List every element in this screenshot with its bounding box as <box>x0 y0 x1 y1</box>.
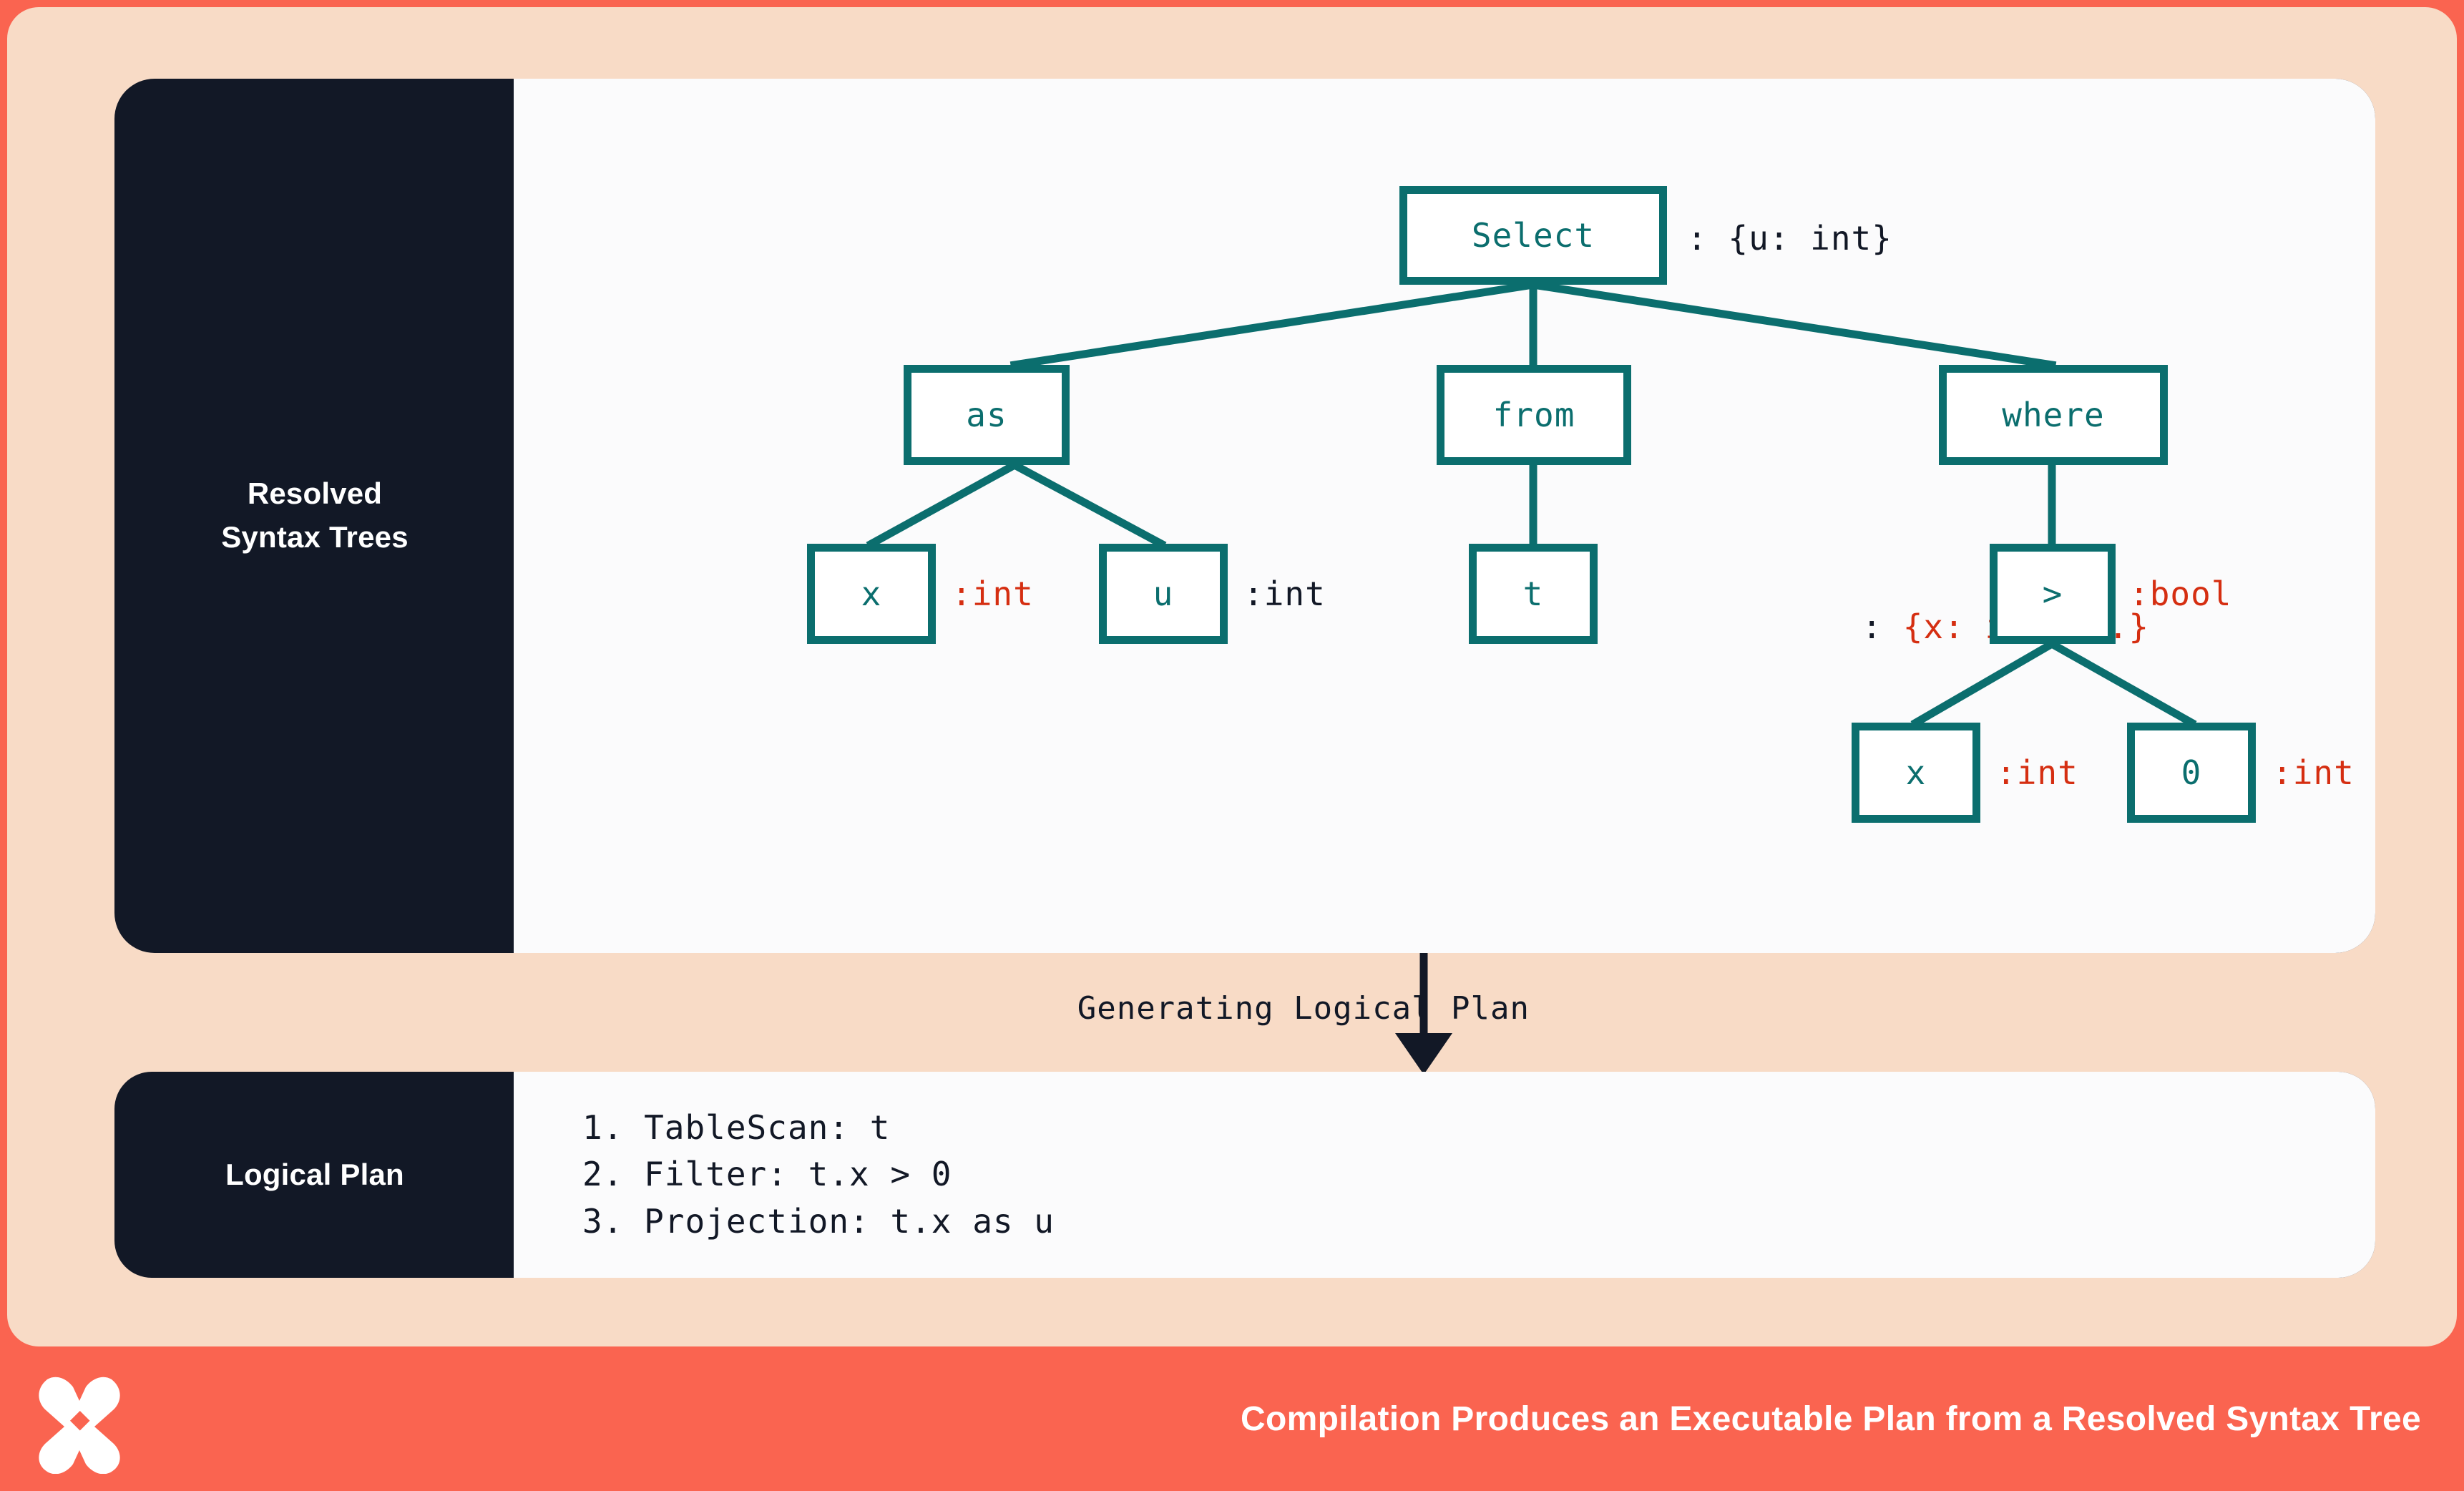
tree-annotation-gt-zero: :int <box>2272 753 2355 792</box>
tree-node-gt[interactable]: > <box>1990 544 2116 644</box>
syntax-tree: Select : {u: int} as from where x :int u… <box>514 79 2375 953</box>
tree-node-gt-x[interactable]: x <box>1852 723 1980 823</box>
tree-node-from[interactable]: from <box>1437 365 1631 465</box>
rst-label-line-2: Syntax Trees <box>221 520 409 554</box>
tree-annotation-from-t-colon: : <box>1862 607 1903 646</box>
transition-label: Generating Logical Plan <box>1077 990 1530 1027</box>
resolved-syntax-trees-label: Resolved Syntax Trees <box>114 79 515 953</box>
tree-node-as-x[interactable]: x <box>807 544 936 644</box>
tree-node-where[interactable]: where <box>1939 365 2168 465</box>
tree-edges <box>866 280 2197 728</box>
logical-plan-step: 2. Filter: t.x > 0 <box>582 1155 952 1194</box>
logical-plan-step: 3. Projection: t.x as u <box>582 1201 1055 1241</box>
tree-annotation-select: : {u: int} <box>1687 219 1892 258</box>
tree-node-as-u[interactable]: u <box>1099 544 1228 644</box>
tree-annotation-as-u: :int <box>1243 575 1326 613</box>
logical-plan-card: Logical Plan 1. TableScan: t 2. Filter: … <box>114 1072 2375 1278</box>
tree-annotation-gt-x: :int <box>1996 753 2078 792</box>
tree-node-from-t[interactable]: t <box>1469 544 1598 644</box>
syntax-tree-canvas: Select : {u: int} as from where x :int u… <box>514 79 2375 953</box>
transition-arrow-group: Generating Logical Plan <box>114 953 2375 1075</box>
resolved-syntax-trees-card: Resolved Syntax Trees <box>114 79 2375 953</box>
poster-canvas: Resolved Syntax Trees <box>7 7 2457 1346</box>
logical-plan-steps: 1. TableScan: t 2. Filter: t.x > 0 3. Pr… <box>514 1072 2375 1278</box>
rst-label-line-1: Resolved <box>247 476 383 511</box>
tree-annotation-as-x: :int <box>952 575 1034 613</box>
logical-plan-step: 1. TableScan: t <box>582 1108 891 1148</box>
tree-node-select[interactable]: Select <box>1399 186 1667 285</box>
footer-caption: Compilation Produces an Executable Plan … <box>1241 1399 2421 1438</box>
transition-arrow-icon <box>1395 953 1452 1075</box>
tree-annotation-gt: :bool <box>2129 575 2232 613</box>
butterfly-x-logo-icon <box>39 1377 120 1474</box>
logical-plan-label: Logical Plan <box>225 1158 404 1191</box>
tree-node-as[interactable]: as <box>904 365 1070 465</box>
footer-banner: Compilation Produces an Executable Plan … <box>0 1346 2464 1491</box>
tree-node-gt-zero[interactable]: 0 <box>2127 723 2256 823</box>
